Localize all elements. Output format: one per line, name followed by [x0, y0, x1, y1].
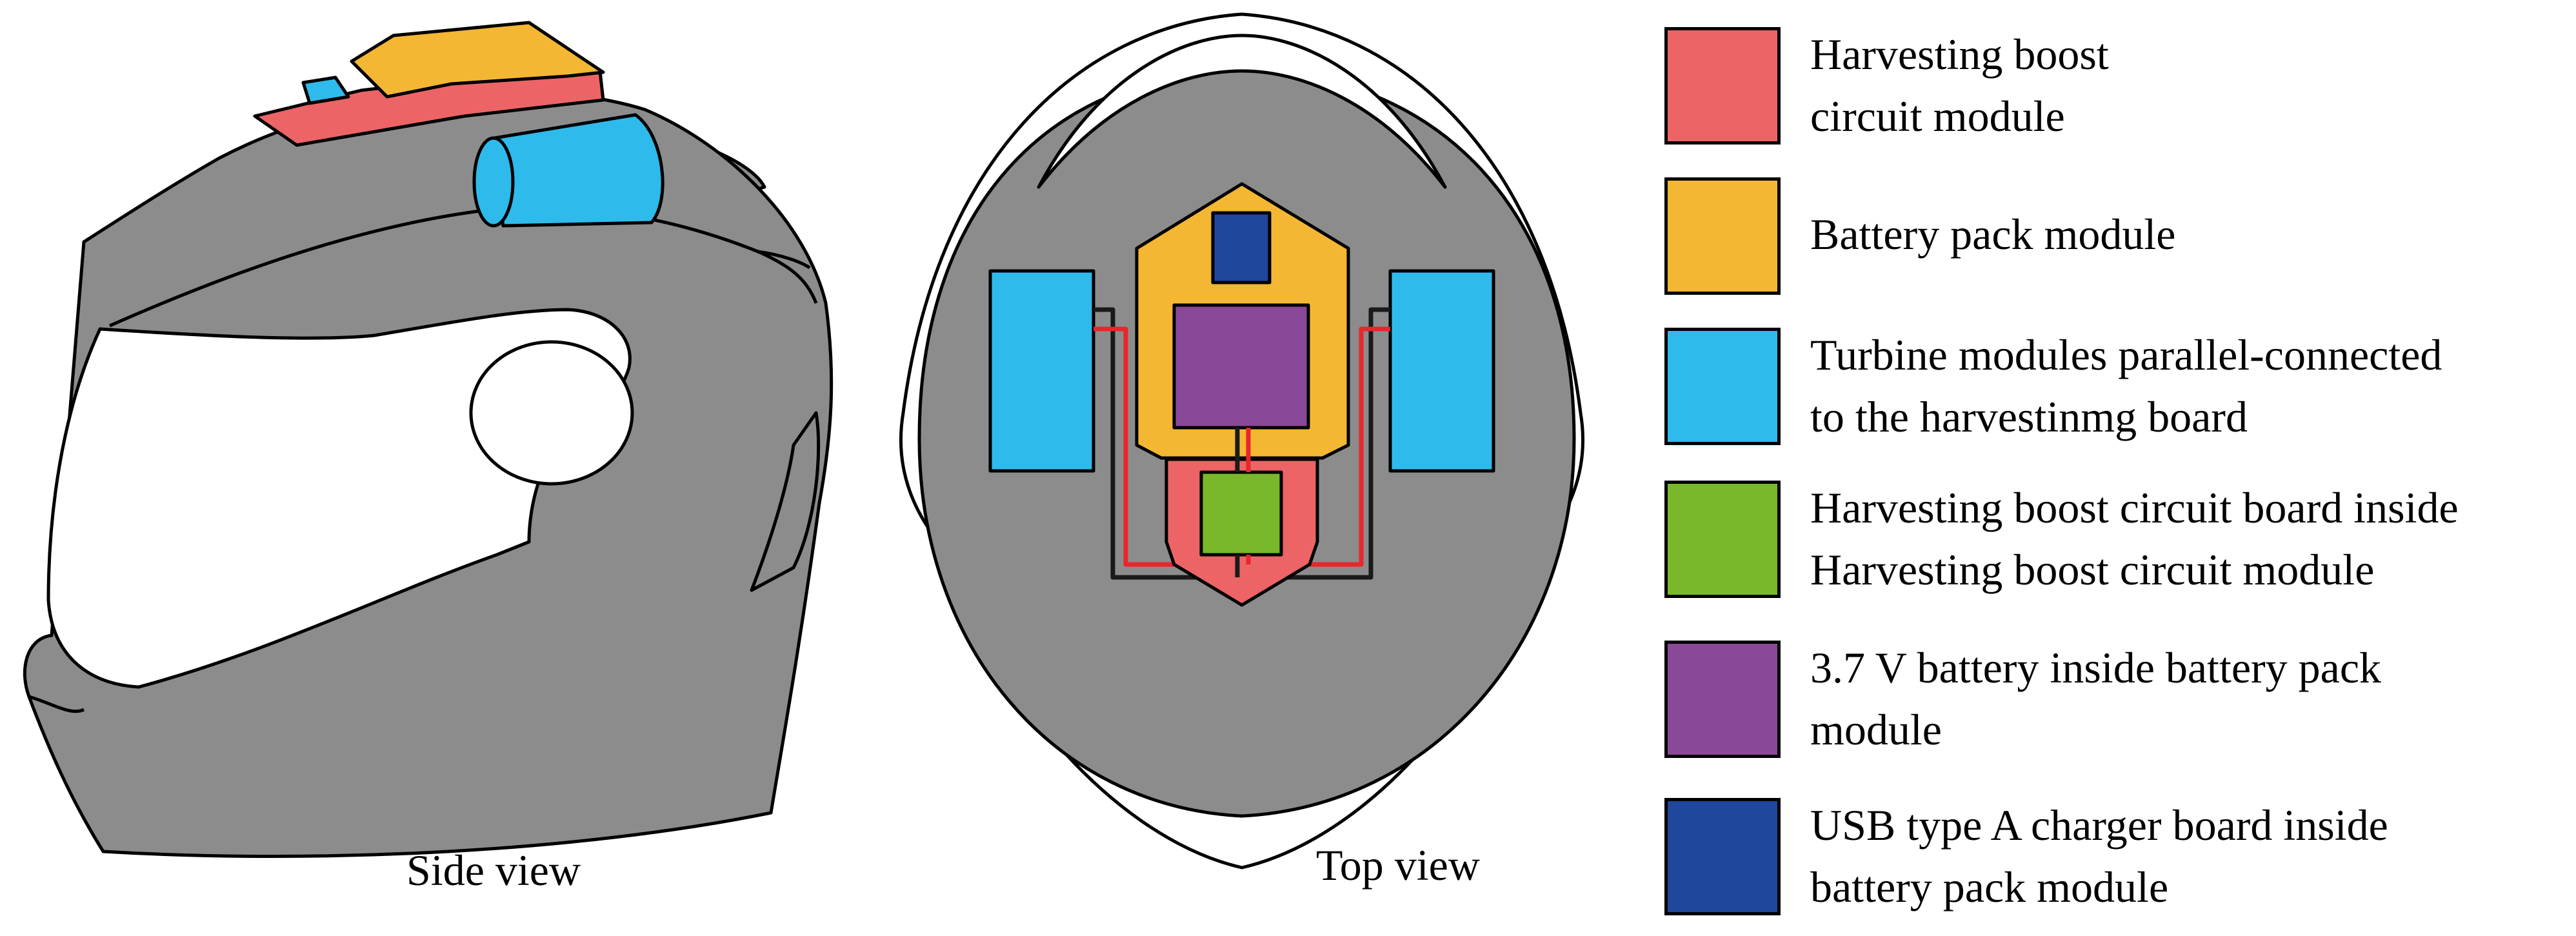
top-visor-crescent	[1037, 34, 1447, 189]
legend-line: USB type A charger board inside	[1810, 801, 2388, 850]
side-view	[23, 21, 834, 858]
top-turbine-left	[988, 269, 1095, 473]
legend-swatch	[1664, 641, 1781, 758]
legend-label: Battery pack module	[1810, 203, 2571, 265]
legend-label: Harvesting boost circuit board inside Ha…	[1810, 477, 2571, 601]
top-battery-cell	[1172, 303, 1310, 430]
legend-line: to the harvestinmg board	[1810, 392, 2248, 441]
legend-swatch	[1664, 27, 1781, 144]
legend-label: 3.7 V battery inside battery pack module	[1810, 637, 2571, 761]
side-ear-hole	[469, 340, 634, 486]
legend-line: Harvesting boost circuit board inside	[1810, 483, 2459, 532]
legend-line: battery pack module	[1810, 862, 2169, 911]
legend-item-battery-cell: 3.7 V battery inside battery pack module	[1664, 641, 2568, 763]
top-boost-board	[1199, 470, 1283, 557]
legend-label: USB type A charger board inside battery …	[1810, 794, 2571, 918]
legend-line: Harvesting boost	[1810, 30, 2109, 79]
legend-swatch	[1664, 328, 1781, 445]
side-chin-notch	[28, 695, 85, 713]
legend-swatch	[1664, 481, 1781, 598]
top-turbine-right	[1388, 269, 1495, 473]
legend-line: circuit module	[1810, 92, 2065, 141]
legend-label: Harvesting boost circuit module	[1810, 23, 2571, 147]
legend-item-turbine-modules: Turbine modules parallel-connected to th…	[1664, 328, 2568, 450]
legend-item-usb-charger: USB type A charger board inside battery …	[1664, 798, 2568, 921]
legend-label: Turbine modules parallel-connected to th…	[1810, 324, 2571, 448]
legend-line: Turbine modules parallel-connected	[1810, 330, 2442, 379]
legend-line: Battery pack module	[1810, 210, 2176, 259]
top-usb-charger-board	[1211, 211, 1272, 284]
legend-line: module	[1810, 705, 1942, 754]
top-view	[899, 12, 1585, 870]
legend-item-battery-module: Battery pack module	[1664, 177, 2568, 300]
legend-item-boost-board: Harvesting boost circuit board inside Ha…	[1664, 481, 2568, 603]
legend-item-harvesting-module: Harvesting boost circuit module	[1664, 27, 2568, 150]
side-battery-module	[350, 21, 605, 99]
side-turbine-end	[472, 136, 515, 228]
legend-swatch	[1664, 177, 1781, 295]
side-turbine-rear	[301, 75, 350, 105]
top-view-caption: Top view	[1316, 841, 1480, 890]
legend-line: 3.7 V battery inside battery pack	[1810, 643, 2382, 692]
side-turbine-body	[488, 113, 664, 228]
side-ridge-line-2	[757, 250, 811, 270]
side-view-caption: Side view	[406, 846, 581, 895]
legend-swatch	[1664, 798, 1781, 915]
legend-line: Harvesting boost circuit module	[1810, 545, 2375, 594]
side-rear-vent	[750, 411, 821, 592]
